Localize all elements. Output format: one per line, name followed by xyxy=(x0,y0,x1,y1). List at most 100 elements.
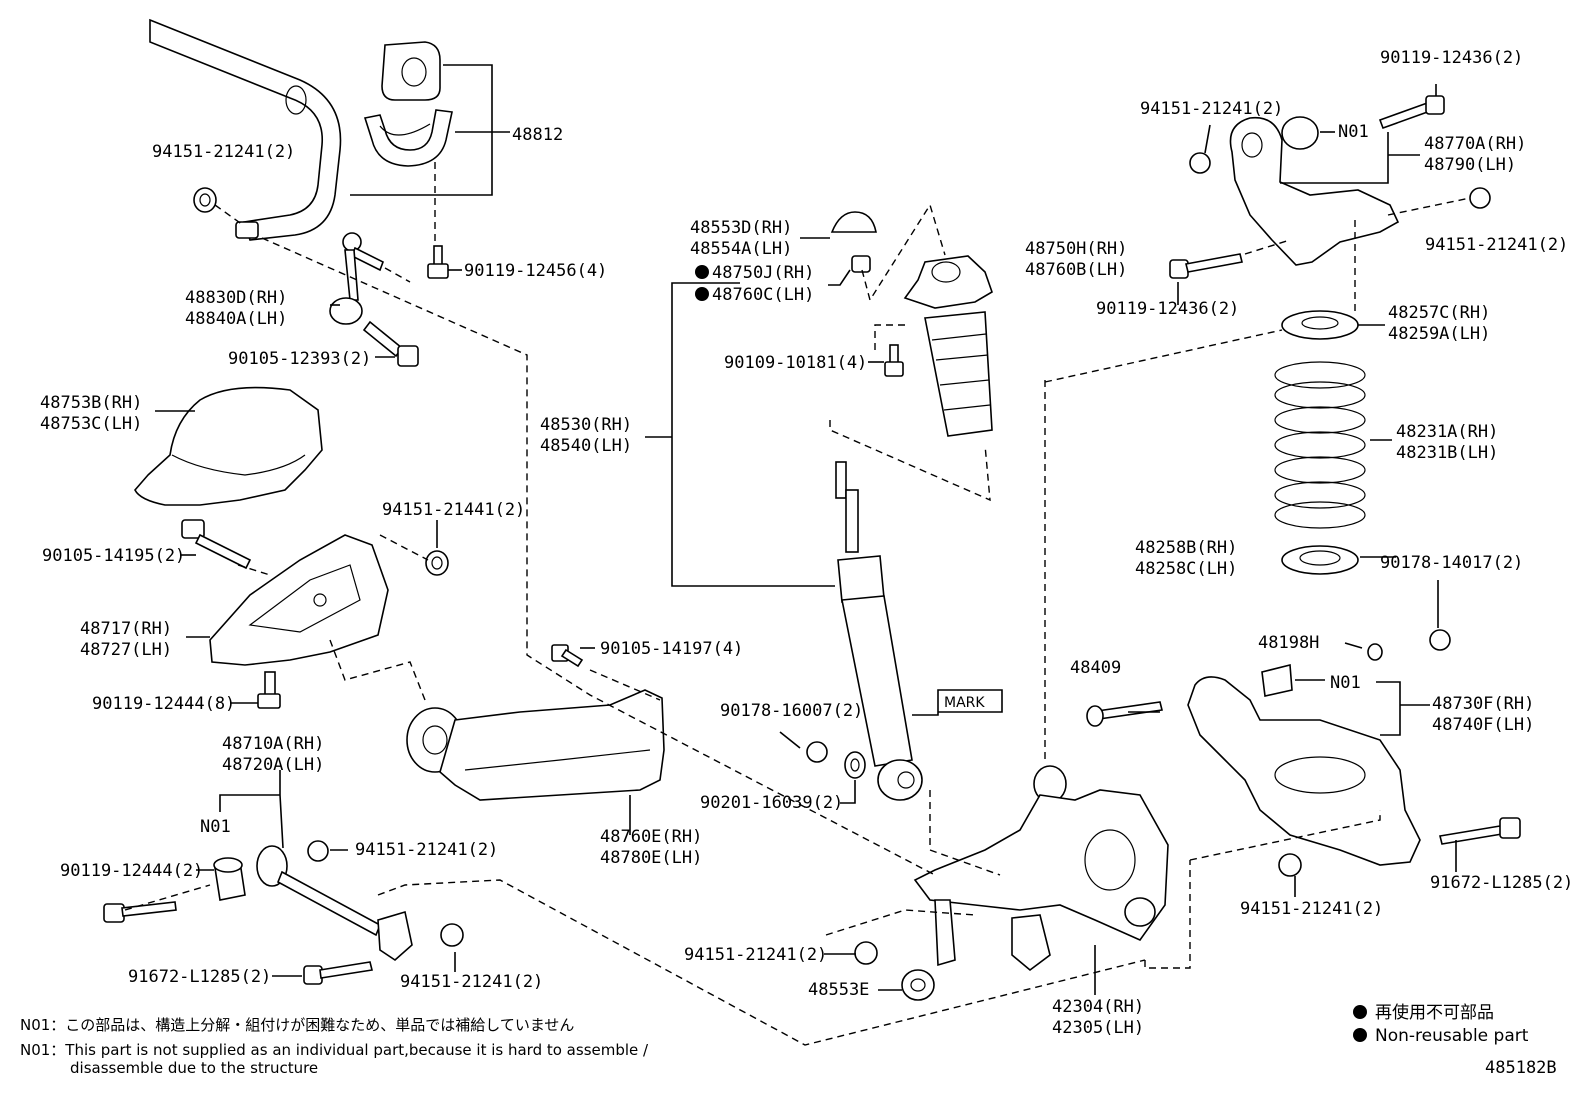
bolt-drawing xyxy=(103,901,177,923)
note-en-1: N01：This part is not supplied as an indi… xyxy=(20,1041,649,1059)
label-90119-12436-b: 90119-12436(2) xyxy=(1096,299,1239,319)
label-48554a: 48554A(LH) xyxy=(690,239,792,259)
label-90105-14197: 90105-14197(4) xyxy=(600,639,743,659)
non-reusable-marker xyxy=(695,287,709,301)
label-90119-12456: 90119-12456(4) xyxy=(464,261,607,281)
link-arm-drawing xyxy=(256,845,413,962)
label-48812: 48812 xyxy=(512,125,563,145)
nut-drawing xyxy=(193,187,217,213)
note-en-2: disassemble due to the structure xyxy=(70,1059,318,1077)
spring-seat-drawing xyxy=(1281,545,1359,575)
stabilizer-bar-drawing xyxy=(149,18,342,241)
label-42304: 42304(RH) xyxy=(1052,997,1144,1017)
label-n01-lower-arm: N01 xyxy=(1330,673,1361,693)
label-48258c: 48258C(LH) xyxy=(1135,559,1237,579)
label-94151-21241-a: 94151-21241(2) xyxy=(152,142,295,162)
label-90109-10181: 90109-10181(4) xyxy=(724,353,867,373)
legend-jp: 再使用不可部品 xyxy=(1375,1002,1494,1023)
label-90178-16007: 90178-16007(2) xyxy=(720,701,863,721)
label-48830d: 48830D(RH) xyxy=(185,288,287,308)
bolt-drawing xyxy=(1086,95,1521,845)
legend: 再使用不可部品 Non-reusable part xyxy=(1375,1002,1529,1046)
lower-arm-drawing xyxy=(1187,643,1421,866)
label-90201-16039: 90201-16039(2) xyxy=(700,793,843,813)
label-48540: 48540(LH) xyxy=(540,436,632,456)
note-jp: N01：この部品は、構造上分解・組付けが困難なため、単品では補給していません xyxy=(20,1016,574,1034)
diagram-id: 485182B xyxy=(1485,1058,1557,1078)
label-90119-12444-a: 90119-12444(8) xyxy=(92,694,235,714)
label-48790: 48790(LH) xyxy=(1424,155,1516,175)
label-48840a: 48840A(LH) xyxy=(185,309,287,329)
stabilizer-link-drawing xyxy=(329,232,385,325)
knuckle-drawing xyxy=(913,765,1169,972)
label-48760c: 48760C(LH) xyxy=(712,285,814,305)
label-94151-21241-d: 94151-21241(2) xyxy=(1140,99,1283,119)
nut-drawing xyxy=(1189,152,1491,877)
label-48780e: 48780E(LH) xyxy=(600,848,702,868)
shock-absorber-drawing xyxy=(835,461,923,801)
bolt-drawing xyxy=(427,245,449,279)
bolt-drawing xyxy=(884,344,904,377)
label-91672-l1285-b: 91672-L1285(2) xyxy=(1430,873,1573,893)
label-48553d: 48553D(RH) xyxy=(690,218,792,238)
label-42305: 42305(LH) xyxy=(1052,1018,1144,1038)
label-48760b: 48760B(LH) xyxy=(1025,260,1127,280)
bushing-drawing xyxy=(213,857,246,901)
label-91672-l1285-a: 91672-L1285(2) xyxy=(128,967,271,987)
label-90119-12436-a: 90119-12436(2) xyxy=(1380,48,1523,68)
label-48770a: 48770A(RH) xyxy=(1424,134,1526,154)
label-48259a: 48259A(LH) xyxy=(1388,324,1490,344)
label-48727: 48727(LH) xyxy=(80,640,172,660)
label-48760e: 48760E(RH) xyxy=(600,827,702,847)
label-48409: 48409 xyxy=(1070,658,1121,678)
label-48231a: 48231A(RH) xyxy=(1396,422,1498,442)
label-90178-14017: 90178-14017(2) xyxy=(1380,553,1523,573)
label-48740f: 48740F(LH) xyxy=(1432,715,1534,735)
label-48750j: 48750J(RH) xyxy=(712,263,814,283)
bolt-drawing xyxy=(551,644,584,668)
label-90105-12393: 90105-12393(2) xyxy=(228,349,371,369)
non-reusable-marker xyxy=(1353,1005,1367,1019)
label-48753c: 48753C(LH) xyxy=(40,414,142,434)
label-n01-left: N01 xyxy=(200,817,231,837)
label-48530: 48530(RH) xyxy=(540,415,632,435)
label-48720a: 48720A(LH) xyxy=(222,755,324,775)
bolt-drawing xyxy=(303,961,373,985)
label-48231b: 48231B(LH) xyxy=(1396,443,1498,463)
coil-spring-drawing xyxy=(1274,361,1366,529)
nut-drawing xyxy=(307,840,878,965)
control-arm-drawing xyxy=(406,689,665,801)
stabilizer-bushing-drawing xyxy=(363,41,453,167)
bushing-drawing xyxy=(901,969,935,1001)
label-n01-upper-arm: N01 xyxy=(1338,122,1369,142)
label-94151-21241-e: 94151-21241(2) xyxy=(1425,235,1568,255)
upper-mount-drawing xyxy=(903,255,993,437)
label-48730f: 48730F(RH) xyxy=(1432,694,1534,714)
bolt-drawing xyxy=(362,320,419,367)
label-mark: MARK xyxy=(944,695,985,711)
leader-lines xyxy=(124,64,1471,1046)
non-reusable-marker xyxy=(695,265,709,279)
label-48258b: 48258B(RH) xyxy=(1135,538,1237,558)
label-90119-12444-b: 90119-12444(2) xyxy=(60,861,203,881)
label-94151-21241-g: 94151-21241(2) xyxy=(684,945,827,965)
bracket-drawing xyxy=(209,534,389,666)
label-48198h: 48198H xyxy=(1258,633,1319,653)
bolt-drawing xyxy=(181,519,252,570)
bolt-drawing xyxy=(257,671,281,709)
label-48753b: 48753B(RH) xyxy=(40,393,142,413)
label-48717: 48717(RH) xyxy=(80,619,172,639)
label-94151-21441: 94151-21441(2) xyxy=(382,500,525,520)
label-48553e: 48553E xyxy=(808,980,869,1000)
legend-en: Non-reusable part xyxy=(1375,1026,1529,1046)
label-94151-21241-c: 94151-21241(2) xyxy=(400,972,543,992)
cover-drawing xyxy=(134,386,323,506)
part-labels: 48812 94151-21241(2) 90119-12456(4) 4883… xyxy=(40,48,1573,1038)
upper-arm-drawing xyxy=(1229,116,1400,266)
non-reusable-marker xyxy=(1353,1028,1367,1042)
label-94151-21241-b: 94151-21241(2) xyxy=(355,840,498,860)
label-48257c: 48257C(RH) xyxy=(1388,303,1490,323)
label-48750h: 48750H(RH) xyxy=(1025,239,1127,259)
mount-cap-drawing xyxy=(830,211,877,273)
